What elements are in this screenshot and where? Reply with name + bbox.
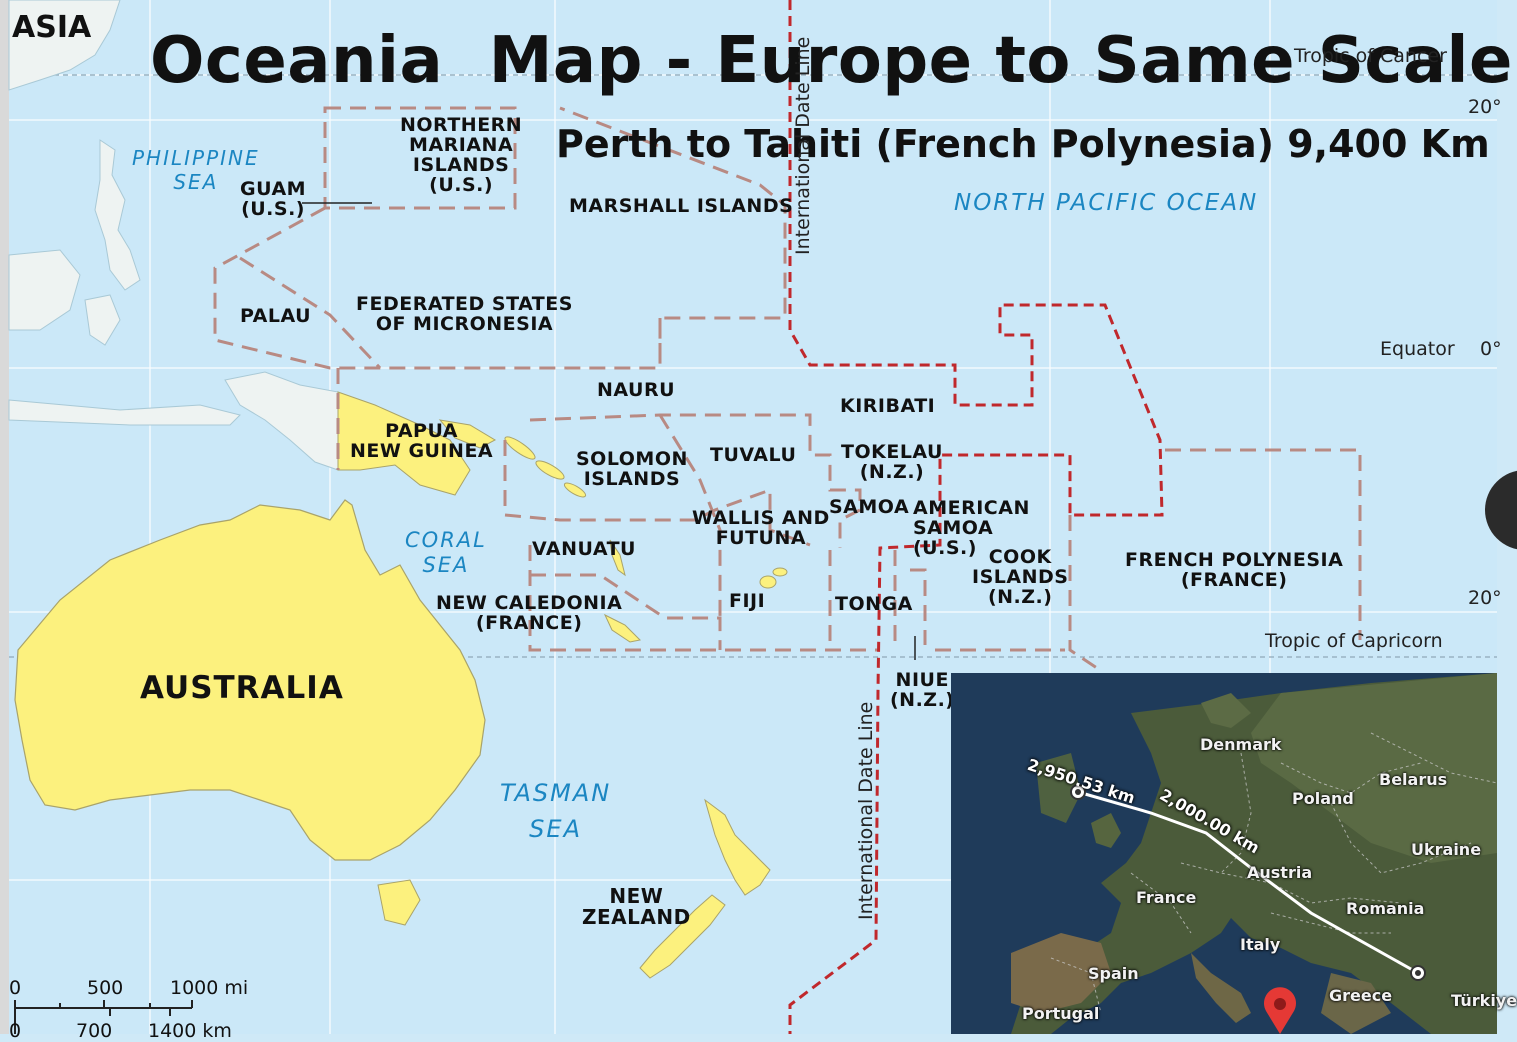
wallis-futuna-label: WALLIS AND FUTUNA: [692, 507, 830, 549]
asia-land: [8, 0, 121, 91]
location-pin-icon[interactable]: [1264, 987, 1296, 1034]
inset-label-belarus: Belarus: [1379, 770, 1448, 789]
scale-km-700: 700: [76, 1020, 113, 1042]
europe-inset-map: Denmark Belarus Poland Ukraine Austria F…: [951, 673, 1517, 1034]
inset-canvas: [951, 673, 1498, 1034]
papua-new-guinea-label: PAPUA NEW GUINEA: [350, 420, 494, 462]
inset-label-spain: Spain: [1088, 964, 1139, 983]
edge-control-button[interactable]: [1485, 470, 1517, 550]
french-polynesia-label: FRENCH POLYNESIA (FRANCE): [1125, 549, 1344, 591]
inset-label-poland: Poland: [1292, 789, 1354, 808]
australia-land: [14, 499, 486, 861]
scale-km-0: 0: [9, 1020, 22, 1042]
inset-label-italy: Italy: [1240, 935, 1281, 954]
kiribati-label: KIRIBATI: [840, 395, 936, 417]
northern-mariana-label: NORTHERN MARIANA ISLANDS (U.S.): [400, 114, 523, 196]
new-caledonia-land: [603, 613, 642, 643]
tasmania-land: [377, 879, 421, 926]
inset-label-france: France: [1136, 888, 1197, 907]
niue-label: NIUE (N.Z.): [890, 669, 955, 711]
asia-label: ASIA: [12, 10, 92, 45]
cook-islands-label: COOK ISLANDS (N.Z.): [972, 546, 1069, 608]
equator-label: Equator: [1380, 338, 1455, 360]
micronesia-label: FEDERATED STATES OF MICRONESIA: [356, 293, 573, 335]
scale-mi-500: 500: [87, 977, 124, 999]
inset-label-portugal: Portugal: [1022, 1004, 1100, 1023]
latitude-0-label: 0°: [1480, 338, 1502, 360]
marshall-islands-label: MARSHALL ISLANDS: [569, 195, 794, 217]
vanuatu-label: VANUATU: [532, 538, 636, 560]
solomon-islands-land: [504, 436, 587, 498]
scale-km-1400: 1400 km: [148, 1020, 232, 1042]
coral-sea-label: CORAL SEA: [405, 528, 487, 578]
latitude-20-south-label: 20°: [1468, 587, 1502, 609]
tuvalu-label: TUVALU: [710, 444, 797, 466]
american-samoa-label: AMERICAN SAMOA (U.S.): [913, 497, 1030, 559]
fiji-label: FIJI: [729, 590, 766, 612]
papua-new-guinea-land: [337, 391, 471, 496]
new-zealand-north-land: [704, 798, 771, 896]
fiji-land: [759, 567, 788, 589]
tonga-label: TONGA: [835, 593, 913, 615]
date-line-label-top: International Date Line: [792, 36, 814, 255]
scale-mi-0: 0: [9, 977, 22, 999]
new-britain-land: [438, 419, 497, 449]
samoa-label: SAMOA: [829, 496, 910, 518]
inset-label-denmark: Denmark: [1200, 735, 1282, 754]
date-line-border: [788, 0, 1164, 1034]
philippines-land: [94, 139, 141, 291]
nauru-label: NAURU: [597, 379, 676, 401]
inset-label-austria: Austria: [1247, 863, 1313, 882]
philippine-sea-label: PHILIPPINE SEA: [132, 146, 260, 194]
west-new-guinea-land: [224, 371, 339, 471]
inset-label-turkiye: Türkiye: [1451, 991, 1517, 1010]
maritime-borders: [213, 106, 1362, 672]
map-title: Oceania Map - Europe to Same Scale: [150, 24, 1513, 98]
new-caledonia-label: NEW CALEDONIA (FRANCE): [436, 592, 623, 634]
tropic-of-capricorn-label: Tropic of Capricorn: [1265, 630, 1443, 652]
date-line-label-bottom: International Date Line: [855, 701, 877, 920]
guam-label: GUAM (U.S.): [240, 178, 307, 220]
new-zealand-label: NEW ZEALAND: [582, 884, 691, 929]
sulawesi-land: [84, 294, 121, 346]
left-edge-strip: [0, 0, 9, 1034]
latitude-20-north-label: 20°: [1468, 96, 1502, 118]
solomon-islands-label: SOLOMON ISLANDS: [576, 448, 688, 490]
vanuatu-land: [609, 539, 626, 577]
australia-label: AUSTRALIA: [140, 670, 344, 706]
inset-label-greece: Greece: [1329, 986, 1393, 1005]
lesser-sunda-land: [8, 399, 241, 426]
tokelau-label: TOKELAU (N.Z.): [841, 441, 943, 483]
route-line: [1077, 790, 1419, 975]
inset-label-ukraine: Ukraine: [1411, 840, 1482, 859]
tasman-sea-label: TASMAN SEA: [500, 779, 612, 843]
north-pacific-ocean-label: NORTH PACIFIC OCEAN: [954, 190, 1259, 216]
scale-bar: [14, 1000, 193, 1034]
map-subtitle: Perth to Tahiti (French Polynesia) 9,400…: [556, 122, 1490, 166]
scale-mi-1000: 1000 mi: [170, 977, 249, 999]
new-zealand-south-land: [639, 894, 726, 979]
palau-label: PALAU: [240, 305, 312, 327]
borneo-land: [8, 249, 81, 331]
inset-label-romania: Romania: [1346, 899, 1425, 918]
tropic-of-cancer-label: Tropic of Cancer: [1294, 45, 1447, 67]
